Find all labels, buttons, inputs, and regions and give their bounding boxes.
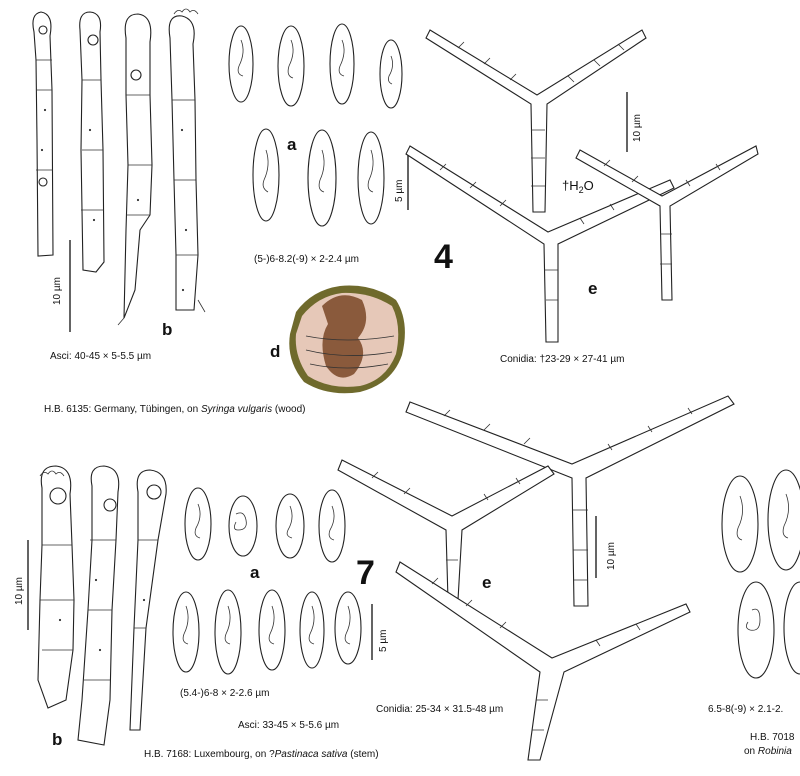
ascospore-caption-7: (5.4-)6-8 × 2-2.6 µm (180, 688, 269, 699)
ascospore-caption-4: (5-)6-8.2(-9) × 2-2.4 µm (254, 254, 359, 265)
ascospores-7 (172, 487, 362, 675)
plate-4: 10 µm b Asci: 40-45 × 5-5.5 µm a 5 µm (5… (32, 8, 759, 415)
specimen-line-4: H.B. 6135: Germany, Tübingen, on Syringa… (44, 404, 305, 415)
plate-7: 10 µm b a 7 5 µm (5.4-)6-8 × 2-2. (14, 395, 735, 761)
scale-label-asci-4: 10 µm (52, 277, 63, 305)
conidia-caption-7: Conidia: 25-34 × 31.5-48 µm (376, 704, 503, 715)
spore-caption-right: 6.5-8(-9) × 2.1-2. (708, 704, 783, 715)
scale-label-spores-7: 5 µm (378, 630, 389, 652)
water-note-4: †H2O (562, 178, 594, 195)
asci-drawings-4 (32, 8, 206, 326)
label-d-4: d (270, 342, 280, 361)
conidia-4 (405, 29, 759, 343)
plate-number-4: 4 (434, 238, 453, 276)
scale-label-conidia-7: 10 µm (606, 542, 617, 570)
ascospores-4 (228, 23, 403, 227)
label-e-7: e (482, 573, 491, 592)
specimen-right-line2: on Robinia (744, 746, 792, 757)
label-b-4: b (162, 320, 172, 339)
asci-caption-4: Asci: 40-45 × 5-5.5 µm (50, 351, 151, 362)
conidia-7 (337, 395, 735, 761)
plate-right-partial: 6.5-8(-9) × 2.1-2. H.B. 7018 on Robinia (708, 469, 800, 757)
scale-label-conidia-4: 10 µm (632, 114, 643, 142)
asci-caption-7: Asci: 33-45 × 5-5.6 µm (238, 720, 339, 731)
plate-number-7: 7 (356, 554, 375, 592)
ascoma-section-4 (289, 285, 405, 394)
specimen-line-7: H.B. 7168: Luxembourg, on ?Pastinaca sat… (144, 749, 379, 760)
conidia-caption-4: Conidia: †23-29 × 27-41 µm (500, 354, 624, 365)
scale-label-asci-7: 10 µm (14, 577, 25, 605)
specimen-right-line1: H.B. 7018 (750, 732, 795, 743)
label-a-4: a (287, 135, 297, 154)
label-b-7: b (52, 730, 62, 749)
scale-label-spores-4: 5 µm (394, 180, 405, 202)
asci-drawings-7 (37, 465, 167, 746)
label-e-4: e (588, 279, 597, 298)
label-a-7: a (250, 563, 260, 582)
